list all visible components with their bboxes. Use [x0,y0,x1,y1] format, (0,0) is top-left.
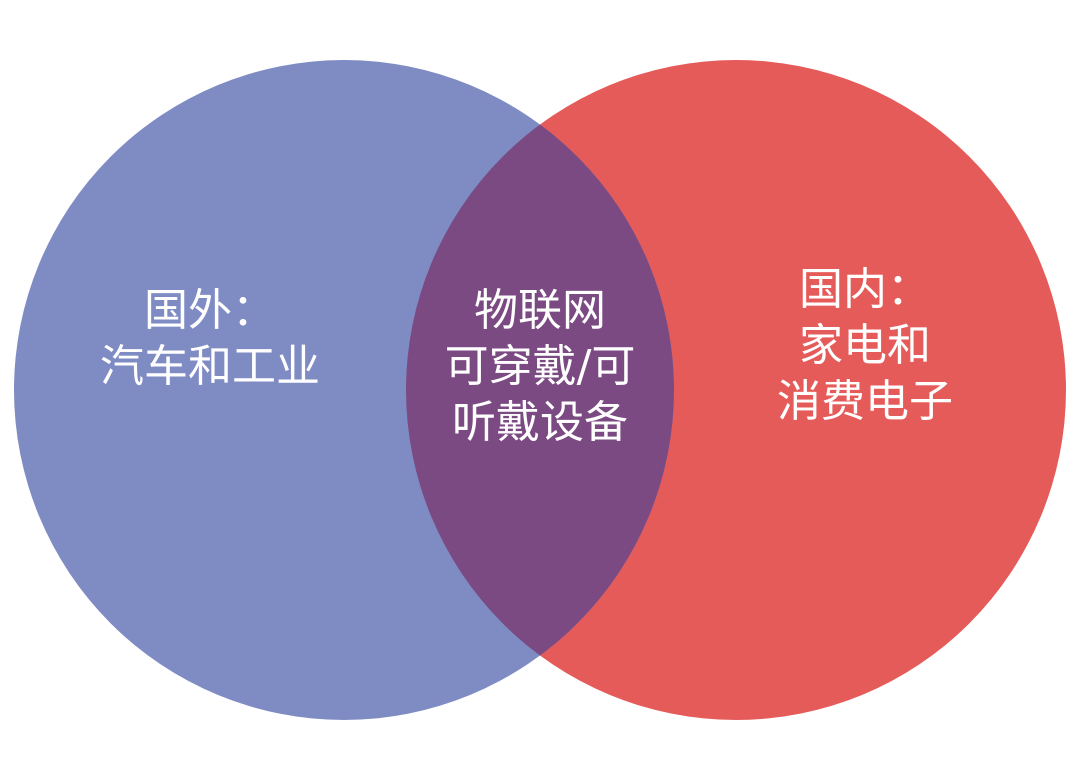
overseas-label: 国外： 汽车和工业 [70,283,350,395]
overseas-label-line-1: 国外： [144,285,276,336]
domestic-label-line-2: 家电和 [799,320,931,371]
overlap-label-line-2: 可穿戴/可 [444,341,636,392]
overlap-label-line-1: 物联网 [474,285,606,336]
domestic-label: 国内： 家电和 消费电子 [735,262,995,430]
domestic-label-line-1: 国内： [799,264,931,315]
overlap-label: 物联网 可穿戴/可 听戴设备 [400,283,680,451]
overseas-label-line-2: 汽车和工业 [100,341,320,392]
overlap-region [406,60,674,720]
domestic-label-line-3: 消费电子 [777,376,953,427]
overlap-label-line-3: 听戴设备 [452,397,628,448]
